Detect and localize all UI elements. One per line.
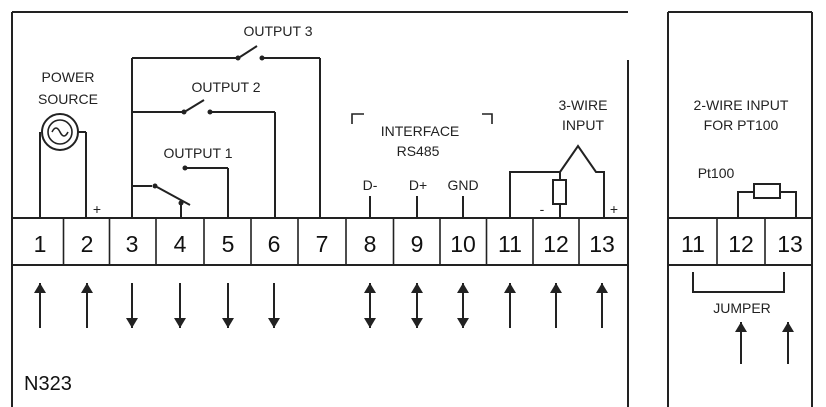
output-1-label: OUTPUT 1	[164, 145, 233, 161]
interface-rs485: INTERFACE RS485 D- D+ GND	[351, 113, 493, 218]
power-plus-label: +	[93, 201, 101, 217]
main-block-frame	[11, 11, 629, 407]
ac-source-icon	[41, 113, 79, 151]
arrow-terminal-12	[550, 283, 562, 328]
output-3-label: OUTPUT 3	[244, 23, 313, 39]
power-source-label-1: POWER	[42, 69, 95, 85]
side-arrow-2	[782, 322, 794, 364]
output1-contact	[152, 183, 158, 189]
pin-d-plus-label: D+	[409, 177, 427, 193]
three-wire-label-1: 3-WIRE	[559, 97, 608, 113]
pin-gnd-label: GND	[447, 177, 478, 193]
terminal-2: 2	[81, 231, 94, 257]
terminal-8: 8	[364, 231, 377, 257]
pt100-sensor-label: Pt100	[698, 165, 735, 181]
terminal-10: 10	[450, 231, 476, 257]
three-wire-label-2: INPUT	[562, 117, 604, 133]
arrow-terminal-1	[34, 283, 46, 328]
side-arrow-1	[735, 322, 747, 364]
terminal-11: 11	[498, 231, 522, 257]
arrow-terminal-8	[364, 283, 376, 328]
signal-arrows	[34, 283, 608, 328]
terminal-5: 5	[222, 231, 235, 257]
terminal-12: 12	[543, 231, 569, 257]
side-block-frame	[667, 11, 813, 407]
pt100-title-2: FOR PT100	[704, 117, 779, 133]
interface-subtitle: RS485	[397, 143, 440, 159]
arrow-terminal-2	[81, 283, 93, 328]
output2-contact	[181, 109, 187, 115]
arrow-terminal-3	[126, 283, 138, 328]
pin-d-minus-label: D-	[363, 177, 378, 193]
jumper: JUMPER	[692, 272, 785, 316]
side-terminal-11: 11	[681, 231, 705, 257]
terminal-3: 3	[126, 231, 139, 257]
power-source-label-2: SOURCE	[38, 91, 98, 107]
terminal-7: 7	[316, 231, 329, 257]
side-terminal-12: 12	[728, 231, 754, 257]
output-2-label: OUTPUT 2	[192, 79, 261, 95]
arrow-terminal-5	[222, 283, 234, 328]
terminal-9: 9	[411, 231, 424, 257]
power-source: POWER SOURCE +	[38, 69, 101, 218]
rtd-sensor-icon	[552, 179, 567, 205]
pt100-title-1: 2-WIRE INPUT	[694, 97, 789, 113]
side-terminal-13: 13	[777, 231, 803, 257]
three-wire-minus: -	[540, 201, 545, 217]
side-terminal-strip	[716, 218, 766, 265]
terminal-6: 6	[268, 231, 281, 257]
arrow-terminal-9	[411, 283, 423, 328]
model-label: N323	[24, 373, 72, 395]
terminal-4: 4	[174, 231, 187, 257]
arrow-terminal-13	[596, 283, 608, 328]
side-terminal-numbers: 11 12 13	[681, 231, 803, 257]
arrow-terminal-4	[174, 283, 186, 328]
three-wire-input: 3-WIRE INPUT - +	[509, 97, 618, 218]
pt100-sensor: Pt100	[698, 165, 797, 218]
output3-contact	[235, 55, 241, 61]
arrow-terminal-11	[504, 283, 516, 328]
terminal-13: 13	[589, 231, 615, 257]
terminal-1: 1	[34, 231, 47, 257]
side-signal-arrows	[735, 322, 794, 364]
interface-title: INTERFACE	[381, 123, 460, 139]
arrow-terminal-6	[268, 283, 280, 328]
terminal-strip	[62, 218, 580, 265]
jumper-label: JUMPER	[713, 300, 771, 316]
three-wire-plus: +	[610, 201, 618, 217]
arrow-terminal-10	[457, 283, 469, 328]
pt100-resistor-icon	[753, 183, 781, 199]
outputs: OUTPUT 3 OUTPUT 2 OUTPUT 1	[131, 23, 321, 218]
